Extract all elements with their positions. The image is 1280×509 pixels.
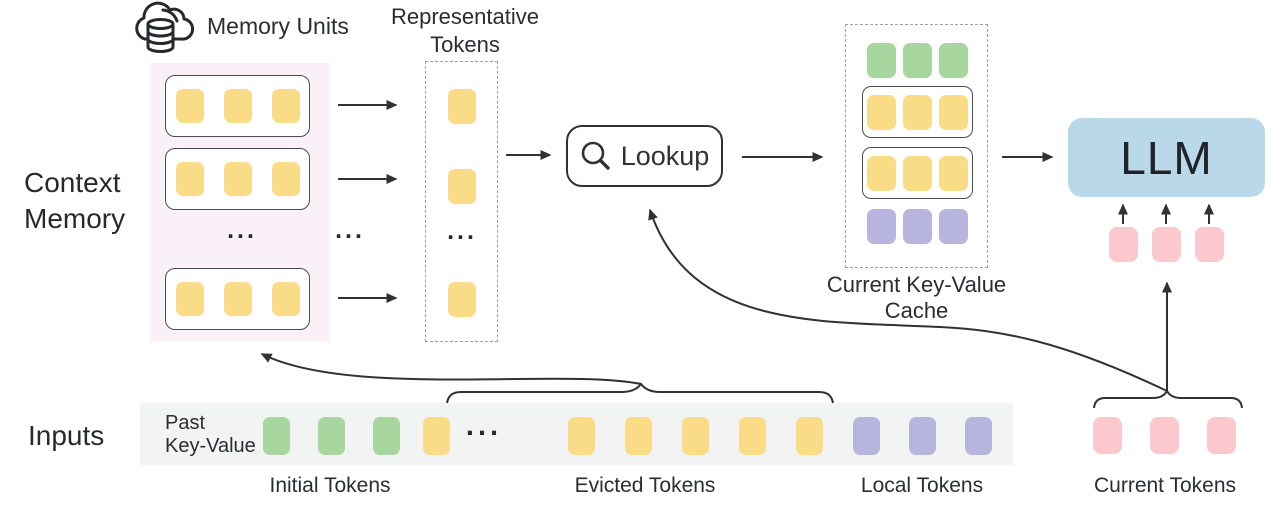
token-yellow [175,162,204,196]
token-yellow [939,155,968,191]
representative-tokens-box: ... [425,61,498,342]
llm-label: LLM [1120,131,1213,184]
token-green [903,43,932,78]
token-purple [965,417,992,455]
evicted-token [423,417,450,455]
initial-tokens-label: Initial Tokens [269,474,391,497]
token-yellow [448,282,476,317]
representative-token-slot [448,169,476,204]
token-green [263,417,290,455]
llm-node: LLM [1068,118,1265,197]
token-green [318,417,345,455]
representative-token-slot [448,89,476,124]
memory-unit-row [165,268,310,330]
local-tokens-label: Local Tokens [860,474,984,497]
token-yellow [625,417,652,455]
brace-current-tokens [1093,388,1243,409]
token-green [867,43,896,78]
memory-cloud-icon [135,1,195,53]
token-pink [1207,417,1236,454]
lookup-node: Lookup [566,125,723,187]
token-yellow [271,162,300,196]
representative-token-slot [448,282,476,317]
token-yellow [939,94,968,130]
llm-input-tokens [1109,227,1224,262]
token-green [939,43,968,78]
strip-ellipsis: ... [465,410,503,442]
token-yellow [448,169,476,204]
token-yellow [867,94,896,130]
brace-evicted-tokens [446,382,834,405]
search-icon [581,141,610,170]
cache-initial-row [846,43,989,78]
token-purple [939,209,968,244]
memory-unit-row [165,75,310,137]
token-purple [903,209,932,244]
token-green [373,417,400,455]
evicted-tokens-group [568,417,823,455]
representative-ellipsis: ... [447,217,477,245]
token-yellow [223,282,252,316]
token-yellow [223,162,252,196]
token-purple [867,209,896,244]
between-ellipsis: ... [335,216,365,244]
token-yellow [175,282,204,316]
token-purple [909,417,936,455]
memory-units-label: Memory Units [207,13,349,39]
token-yellow [682,417,709,455]
memory-unit-row [165,148,310,210]
token-yellow [271,89,300,123]
token-yellow [796,417,823,455]
token-yellow [423,417,450,455]
current-kv-cache-label: Current Key-Value Cache [826,272,1007,323]
token-yellow [739,417,766,455]
token-pink [1109,227,1138,262]
inputs-label: Inputs [28,420,105,451]
current-tokens-label: Current Tokens [1093,474,1237,497]
token-yellow [903,155,932,191]
token-yellow [271,282,300,316]
token-yellow [867,155,896,191]
cache-local-row [846,209,989,244]
token-yellow [175,89,204,123]
token-pink [1152,227,1181,262]
cache-evicted-row [862,86,973,138]
current-kv-cache-box [845,24,988,268]
past-kv-label: Past Key-Value [165,412,256,457]
representative-tokens-label: Representative Tokens [391,4,539,57]
token-pink [1093,417,1122,454]
token-yellow [903,94,932,130]
memory-ellipsis: ... [227,216,257,244]
context-memory-panel: ... [150,63,330,342]
evicted-tokens-label: Evicted Tokens [574,474,716,497]
local-tokens-group [853,417,992,455]
lookup-label: Lookup [620,140,710,171]
token-yellow [223,89,252,123]
curve-evicted-to-memory [260,353,642,385]
token-pink [1195,227,1224,262]
current-tokens-group [1093,417,1236,454]
context-memory-label: Context Memory [24,167,126,234]
token-pink [1150,417,1179,454]
cache-evicted-row [862,147,973,199]
token-yellow [448,89,476,124]
token-purple [853,417,880,455]
initial-tokens-group [263,417,400,455]
token-yellow [568,417,595,455]
